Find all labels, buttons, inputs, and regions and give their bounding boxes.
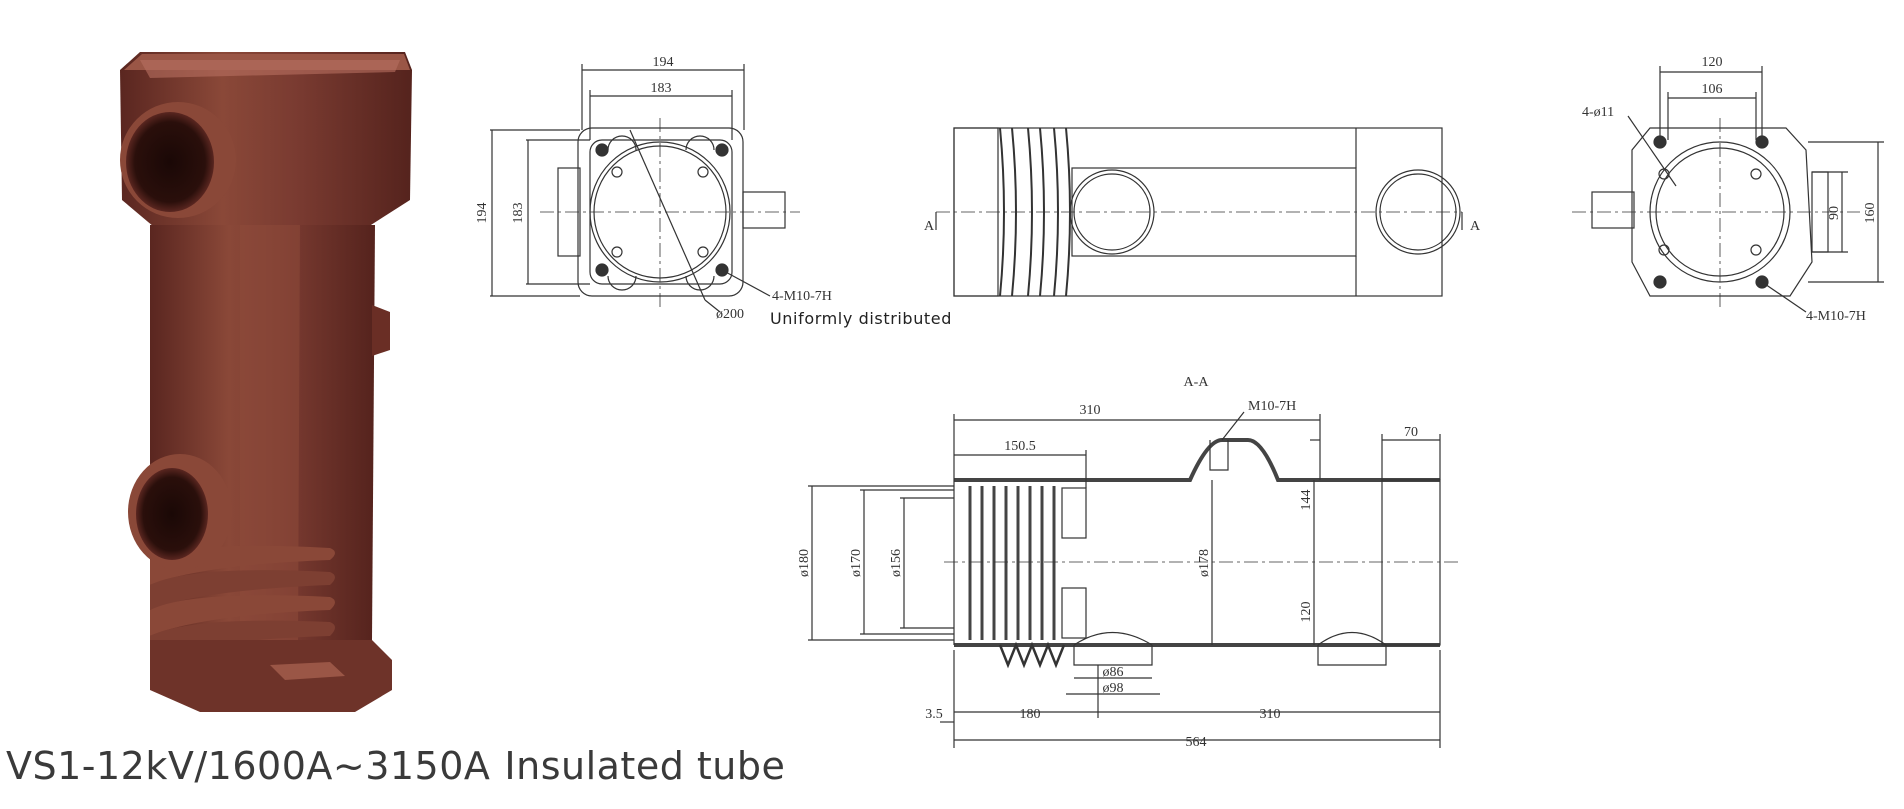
dim-bolt-height: 183: [511, 203, 526, 224]
dim-bottom-310: 310: [1260, 707, 1281, 722]
section-marker-right: A: [1470, 219, 1481, 234]
dim-r-inner-height: 90: [1827, 206, 1842, 220]
dim-height-120: 120: [1299, 602, 1314, 623]
section-aa-labels: A-A M10-7H 310 150.5 70 ø180 ø170 ø156 ø…: [797, 375, 1418, 750]
section-ribs: [968, 486, 1056, 640]
dim-r-threads: 4-M10-7H: [1806, 309, 1866, 324]
dim-height-144: 144: [1299, 490, 1314, 511]
insulated-tube-illustration: [120, 52, 412, 712]
dim-outer-width: 194: [653, 55, 674, 70]
dim-r-bolt-spacing: 106: [1702, 82, 1723, 97]
upper-bore: [126, 112, 214, 212]
dim-total-length: 564: [1186, 735, 1207, 750]
dim-rib-length: 150.5: [1004, 439, 1036, 454]
dim-dia-86: ø86: [1103, 665, 1124, 680]
end-view-left: [490, 64, 800, 313]
caption-model: VS1-12kV/1600A~3150A: [6, 744, 491, 788]
dim-bolt-spacing: 183: [651, 81, 672, 96]
section-aa: [808, 411, 1460, 748]
section-marker-left: A: [924, 219, 935, 234]
bolt-holes-left: [595, 143, 729, 277]
dim-threads-left: 4-M10-7H: [772, 289, 832, 304]
dim-r-holes: 4-ø11: [1582, 105, 1614, 120]
dim-dia-170: ø170: [849, 549, 864, 577]
side-view-labels: A A: [924, 219, 1481, 234]
caption-name: Insulated tube: [504, 744, 786, 788]
dim-top-length: 310: [1080, 403, 1101, 418]
dim-outer-height: 194: [475, 203, 490, 224]
dim-bottom-180: 180: [1020, 707, 1041, 722]
note-uniformly-distributed: Uniformly distributed: [770, 309, 952, 328]
dim-dia-156: ø156: [889, 549, 904, 577]
end-view-left-labels: 194 183 194 183 ø200 4-M10-7H Uniformly …: [475, 55, 952, 328]
side-ribs: [999, 127, 1071, 297]
dim-thread-top: M10-7H: [1248, 399, 1296, 414]
side-view: [935, 127, 1463, 297]
dim-dia-178: ø178: [1197, 549, 1212, 577]
section-title: A-A: [1184, 375, 1210, 390]
dim-dia-180: ø180: [797, 549, 812, 577]
lower-bore: [136, 468, 208, 560]
dim-r-outer-height: 160: [1863, 203, 1878, 224]
dim-offset: 3.5: [925, 707, 943, 722]
product-caption: VS1-12kV/1600A~3150A Insulated tube: [6, 744, 785, 788]
dim-r-outer-width: 120: [1702, 55, 1723, 70]
dim-dia-98: ø98: [1103, 681, 1124, 696]
dim-circle-dia: ø200: [716, 307, 744, 322]
end-view-right: [1572, 66, 1884, 313]
dim-end-length: 70: [1404, 425, 1418, 440]
end-view-right-labels: 120 106 4-ø11 90 160 4-M10-7H: [1582, 55, 1878, 324]
